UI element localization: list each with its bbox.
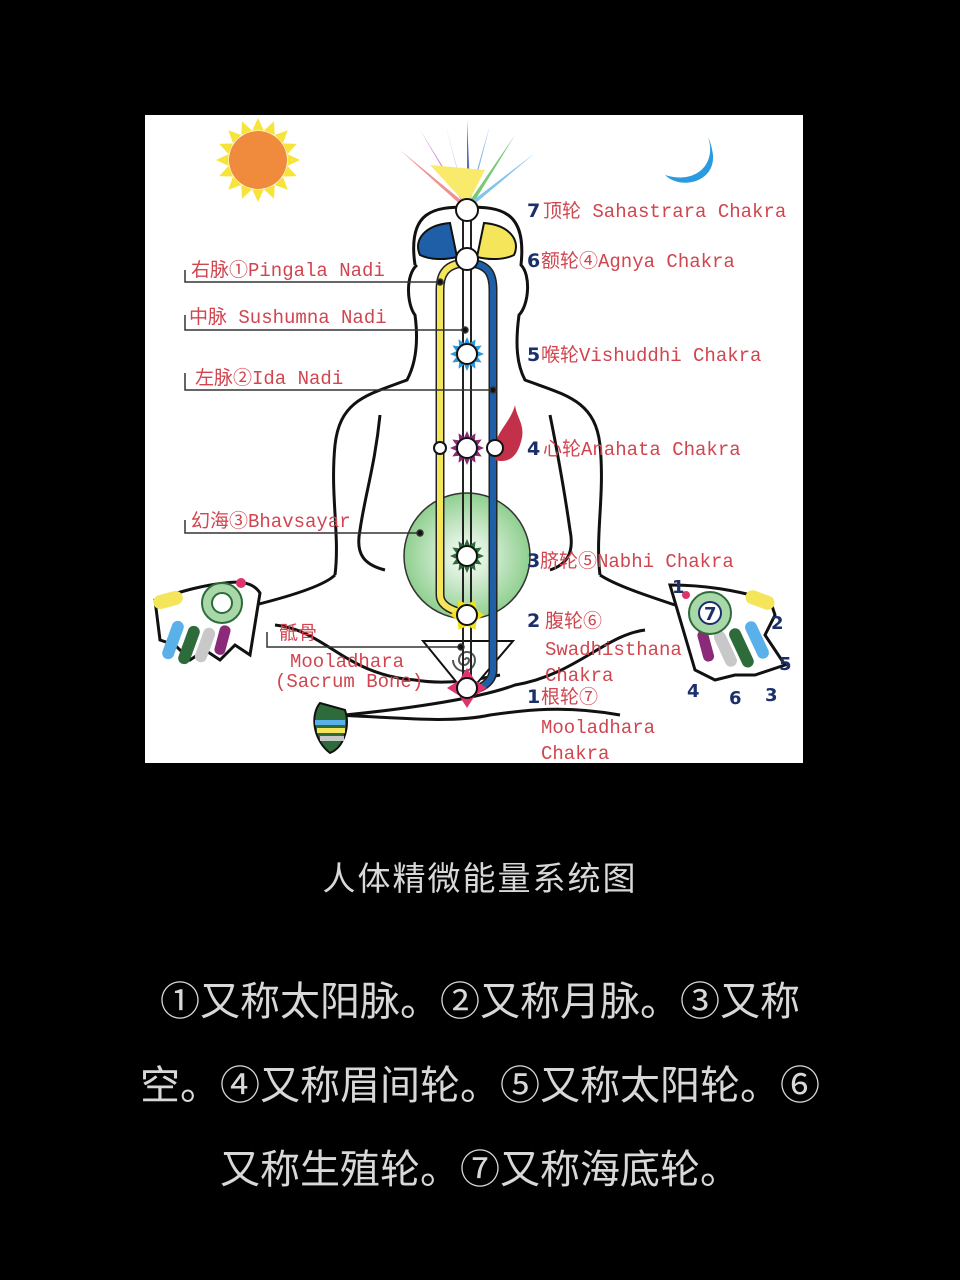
chakra-7-label: 顶轮 Sahastrara Chakra — [543, 200, 786, 223]
sun-ray — [274, 130, 288, 144]
chakra-7-number: 7 — [527, 200, 540, 222]
sacrum-en-label-2: (Sacrum Bone) — [275, 671, 423, 693]
ida-label: 左脉②Ida Nadi — [195, 367, 343, 390]
sun-ray — [219, 165, 234, 177]
sun-ray — [287, 154, 300, 166]
hand-number-2: 2 — [771, 613, 784, 634]
footnote-line-2: 空。④又称眉间轮。⑤又称太阳轮。⑥ — [140, 1063, 820, 1109]
chakra-node-6 — [455, 247, 479, 271]
chakra-2-label-en2: Chakra — [545, 665, 613, 687]
left-hand — [153, 578, 262, 665]
subtle-energy-diagram: 右脉①Pingala Nadi 中脉 Sushumna Nadi 左脉②Ida … — [145, 115, 803, 763]
pingala-label: 右脉①Pingala Nadi — [191, 259, 385, 282]
sun-ray — [252, 118, 264, 131]
chakra-node-3 — [450, 539, 484, 573]
leader-lines — [184, 270, 497, 651]
sacrum-cn-label: 骶骨 — [279, 622, 317, 645]
hand-number-6: 6 — [729, 688, 742, 709]
sun-ray — [282, 165, 297, 177]
chakra-node-4 — [450, 431, 484, 465]
hand-number-1: 1 — [672, 577, 685, 598]
chakra-node-1 — [447, 668, 487, 708]
hand-number-5: 5 — [779, 654, 792, 675]
sun-ray — [274, 176, 288, 190]
hand-number-4: 4 — [687, 681, 700, 702]
chakra-3-label: 脐轮⑤Nabhi Chakra — [540, 550, 734, 573]
ida-head-lobe — [417, 221, 459, 261]
sun-ray — [228, 130, 242, 144]
sun-ray — [263, 184, 275, 199]
lower-fist — [313, 701, 348, 755]
chakra-node-2 — [450, 600, 484, 630]
sun-ray — [216, 154, 229, 166]
chakra-5-number: 5 — [527, 344, 540, 366]
bhavsayar-label: 幻海③Bhavsayar — [191, 510, 351, 533]
chakra-6-number: 6 — [527, 250, 540, 272]
footnotes: ①又称太阳脉。②又称月脉。③又称 空。④又称眉间轮。⑤又称太阳轮。⑥ 又称生殖轮… — [70, 960, 890, 1212]
sacrum-en-label-1: Mooladhara — [290, 651, 404, 673]
chakra-node-7 — [455, 198, 479, 222]
sun-ray — [263, 121, 275, 136]
diagram-svg: 右脉①Pingala Nadi 中脉 Sushumna Nadi 左脉②Ida … — [153, 118, 792, 763]
sun-ray — [282, 143, 297, 155]
chakra-1-label-en: Mooladhara — [541, 717, 655, 739]
chakra-1-label-en2: Chakra — [541, 743, 609, 763]
sun-ray — [241, 121, 253, 136]
right-hand — [667, 583, 788, 682]
ida-node-heart — [486, 439, 504, 457]
sun-ray — [219, 143, 234, 155]
chakra-5-label: 喉轮Vishuddhi Chakra — [541, 344, 761, 367]
pingala-node-heart — [433, 441, 447, 455]
chakra-6-label: 额轮④Agnya Chakra — [541, 250, 735, 273]
moon-icon — [665, 137, 714, 183]
sun-icon — [216, 118, 300, 202]
chakra-node-5 — [450, 337, 484, 371]
chakra-3-number: 3 — [527, 550, 540, 572]
sun-ray — [228, 176, 242, 190]
chakra-1-number: 1 — [527, 686, 540, 708]
crown-rays-icon — [400, 120, 535, 207]
pingala-head-lobe — [475, 221, 517, 261]
chakra-2-label-en: Swadhisthana — [545, 639, 682, 661]
chakra-1-label: 根轮⑦ — [541, 686, 598, 709]
chakra-4-number: 4 — [527, 438, 540, 460]
footnote-line-1: ①又称太阳脉。②又称月脉。③又称 — [160, 979, 800, 1025]
sun-ray — [241, 184, 253, 199]
sun-ray — [252, 189, 264, 202]
sushumna-label: 中脉 Sushumna Nadi — [189, 306, 387, 329]
chakra-2-label: 腹轮⑥ — [545, 610, 602, 633]
chakra-2-number: 2 — [527, 610, 540, 632]
chakra-4-label: 心轮Anahata Chakra — [543, 438, 741, 461]
hand-number-3: 3 — [765, 685, 778, 706]
footnote-line-3: 又称生殖轮。⑦又称海底轮。 — [220, 1147, 740, 1193]
caption-title: 人体精微能量系统图 — [322, 859, 638, 898]
hand-number-7: 7 — [704, 604, 717, 625]
